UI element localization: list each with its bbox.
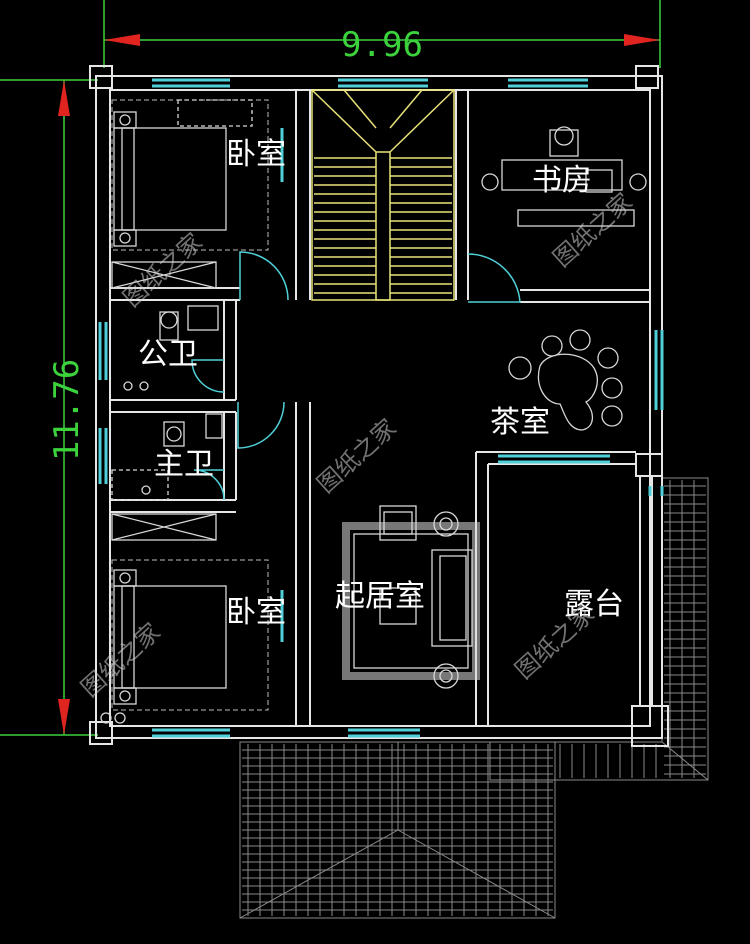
wardrobe-bottom	[111, 513, 217, 541]
bed-top	[111, 99, 269, 251]
living-room-set	[342, 505, 480, 689]
study-furniture	[481, 126, 647, 227]
terrace-edge	[639, 476, 664, 706]
label-tea-room: 茶室	[490, 405, 550, 440]
arrow-left-icon	[104, 34, 140, 46]
roof-side-hatch	[499, 480, 706, 778]
arrow-up-icon	[58, 80, 70, 116]
bed-bottom	[100, 559, 269, 724]
tea-table	[508, 329, 623, 431]
label-study: 书房	[532, 163, 592, 198]
arrow-down-icon	[58, 699, 70, 735]
roof-tile-hatch	[242, 744, 553, 916]
watermark: 图纸之家	[510, 600, 600, 685]
master-bath-fixtures	[111, 413, 223, 501]
dimension-lines	[0, 0, 661, 736]
watermark: 图纸之家	[548, 188, 638, 273]
wardrobe-top	[111, 261, 217, 289]
interior-walls	[110, 90, 650, 726]
label-bedroom-bottom: 卧室	[226, 595, 286, 630]
height-dimension: 11.76	[47, 359, 87, 461]
label-living-room: 起居室	[335, 579, 425, 614]
label-public-bath: 公卫	[138, 337, 198, 372]
label-bedroom-top: 卧室	[226, 137, 286, 172]
width-dimension: 9.96	[341, 25, 423, 65]
doors	[191, 251, 521, 501]
roof-side	[489, 477, 709, 781]
stair-treads	[314, 157, 452, 294]
label-terrace: 露台	[564, 587, 624, 622]
staircase	[311, 89, 455, 301]
watermark: 图纸之家	[76, 618, 166, 703]
watermark: 图纸之家	[312, 414, 402, 499]
public-bath-fixtures	[123, 305, 219, 391]
roof-front	[239, 741, 556, 919]
arrow-right-icon	[624, 34, 660, 46]
windows	[98, 78, 664, 738]
label-master-bath: 主卫	[154, 447, 214, 482]
